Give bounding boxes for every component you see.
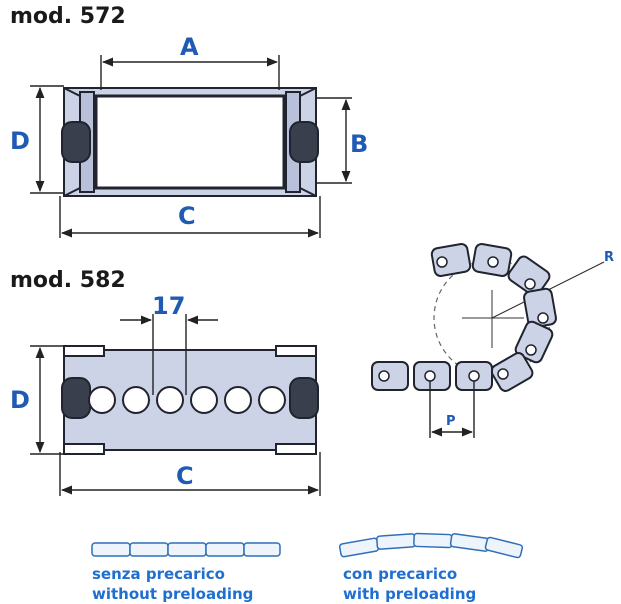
- dim-label-a: A: [180, 33, 199, 61]
- dim-label-d-582: D: [10, 386, 30, 414]
- chain-without-preloading: [91, 542, 281, 557]
- chain-with-preloading: [338, 532, 524, 559]
- caption-with-preloading: con precarico with preloading: [343, 564, 476, 604]
- dim-label-c-582: C: [176, 462, 194, 490]
- chain-side-view: [371, 243, 605, 438]
- caption-without-en: without preloading: [92, 585, 254, 603]
- dim-label-b: B: [350, 130, 369, 158]
- title-mod-582: mod. 582: [10, 268, 126, 293]
- title-mod-572: mod. 572: [10, 4, 126, 29]
- caption-with-en: with preloading: [343, 585, 477, 603]
- pitch-label-p: P: [446, 414, 456, 429]
- mod582-dimension-lines: [30, 314, 321, 496]
- radius-label-r: R: [604, 250, 615, 265]
- dim-label-c: C: [178, 202, 196, 230]
- mod572-section: [61, 87, 319, 197]
- caption-with-it: con precarico: [343, 565, 458, 583]
- caption-without-it: senza precarico: [92, 565, 225, 583]
- caption-without-preloading: senza precarico without preloading: [92, 564, 253, 604]
- mod582-section: [61, 345, 319, 455]
- pitch-label-17: 17: [152, 292, 186, 320]
- mod572-dimension-lines: [30, 55, 352, 238]
- dim-label-d: D: [10, 127, 30, 155]
